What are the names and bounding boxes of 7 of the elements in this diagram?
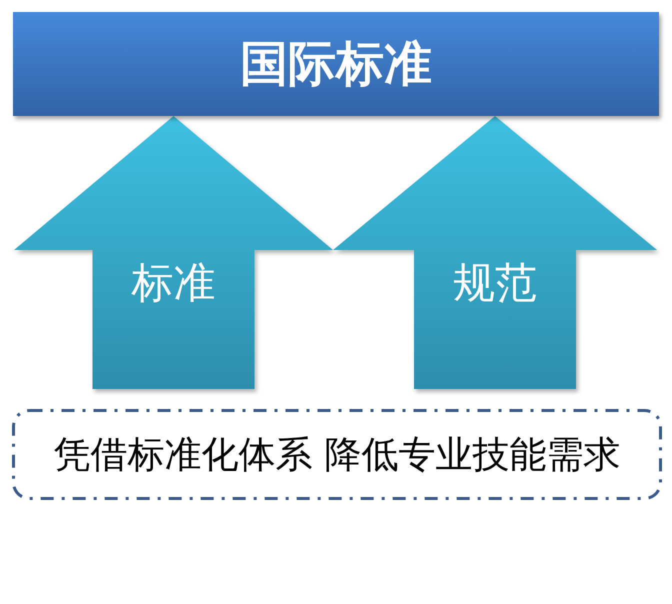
header-bar xyxy=(13,12,659,116)
block-arrow xyxy=(14,116,333,389)
statement-text: 凭借标准化体系 降低专业技能需求 xyxy=(54,436,620,473)
header-label: 国际标准 xyxy=(240,40,432,88)
block-arrow xyxy=(333,116,657,389)
edge-label: 标准 xyxy=(132,262,216,304)
edge-label: 规范 xyxy=(453,262,537,304)
